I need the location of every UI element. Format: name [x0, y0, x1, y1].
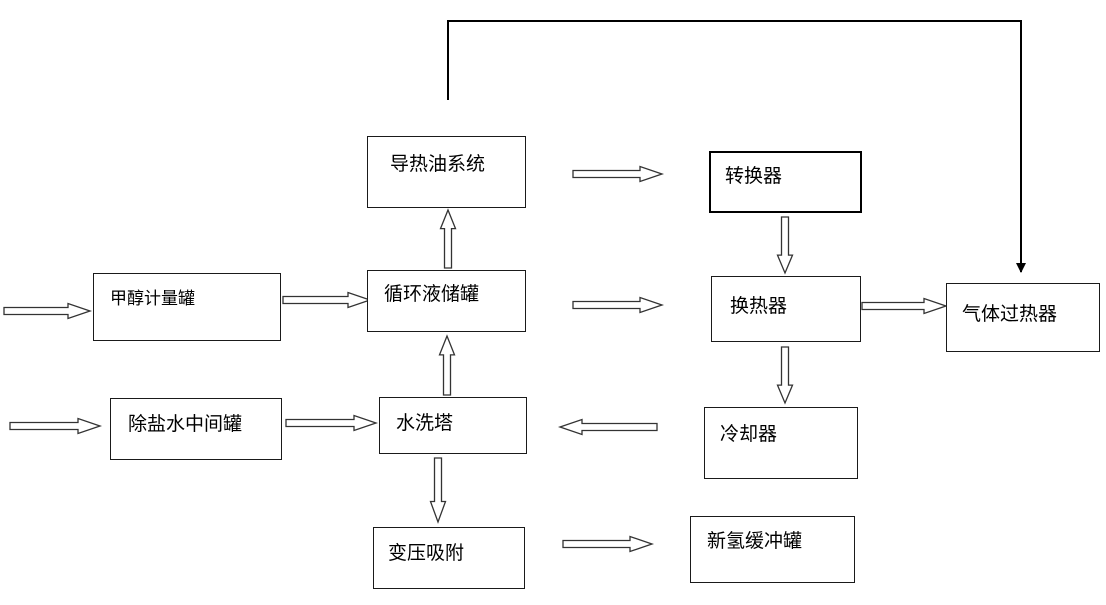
box-psa — [373, 527, 525, 589]
label-heat-oil-system: 导热油系统 — [390, 153, 486, 175]
label-converter: 转换器 — [725, 165, 783, 187]
label-hydrogen-buffer-tank: 新氢缓冲罐 — [707, 530, 803, 552]
box-hydrogen-buffer-tank — [690, 516, 855, 583]
arrow-methanol-to-circulation — [282, 291, 373, 309]
arrow-heat-oil-to-converter — [572, 165, 665, 183]
box-heat-exchanger — [711, 276, 861, 342]
box-circulation-tank — [367, 270, 526, 332]
label-heat-exchanger: 换热器 — [730, 295, 788, 317]
arrow-converter-to-exchanger — [776, 216, 794, 275]
arrow-circulation-to-heat-oil — [439, 208, 457, 269]
box-heat-oil-system — [367, 136, 526, 208]
arrow-wash-tower-to-circulation — [438, 334, 456, 396]
label-water-wash-tower: 水洗塔 — [396, 412, 454, 434]
arrow-desalted-to-wash-tower — [285, 414, 379, 432]
box-methanol-tank — [93, 273, 281, 341]
label-methanol-tank: 甲醇计量罐 — [110, 289, 195, 309]
heat-oil-feedback-line — [447, 20, 1026, 273]
box-gas-superheater — [946, 283, 1100, 352]
arrow-exchanger-to-superheater — [861, 297, 949, 315]
arrow-feed-desalted-water — [9, 417, 103, 435]
arrow-exchanger-to-cooler — [776, 346, 794, 405]
label-circulation-tank: 循环液储罐 — [384, 283, 480, 305]
label-desalted-water-tank: 除盐水中间罐 — [128, 413, 243, 435]
arrow-wash-tower-to-psa — [429, 457, 447, 524]
box-cooler — [704, 407, 858, 479]
arrow-cooler-to-wash-tower — [557, 418, 658, 436]
arrow-psa-to-hydrogen-tank — [562, 535, 655, 553]
box-water-wash-tower — [379, 397, 527, 454]
label-cooler: 冷却器 — [720, 423, 778, 445]
label-psa: 变压吸附 — [388, 542, 465, 564]
arrow-feed-methanol — [3, 302, 93, 320]
box-desalted-water-tank — [110, 398, 282, 460]
arrow-circulation-to-exchanger — [572, 296, 665, 314]
label-gas-superheater: 气体过热器 — [962, 303, 1058, 325]
box-converter — [709, 151, 862, 213]
